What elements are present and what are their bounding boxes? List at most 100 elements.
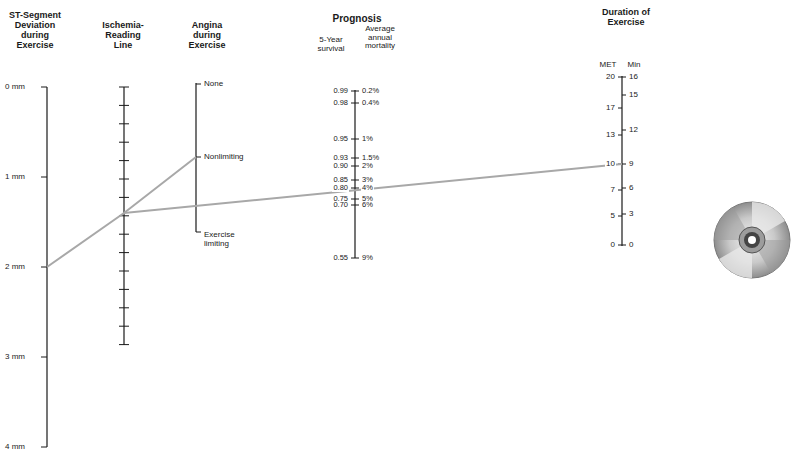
scale-value: 16 (628, 73, 639, 82)
axis-subtitle: Average annual mortality (355, 25, 405, 51)
scale-value: 3 (628, 210, 634, 219)
scale-value: 10 (605, 160, 616, 169)
scale-tick (351, 158, 359, 159)
scale-value: 0.99 (332, 87, 349, 95)
scale-value: 20 (605, 73, 616, 82)
scale-tick (622, 188, 626, 189)
axis-subtitle: Min (627, 61, 642, 70)
scale-value: 13 (605, 131, 616, 140)
axis-title: Ischemia-Reading Line (96, 21, 150, 51)
scale-value: 2 mm (4, 263, 26, 272)
scale-tick (196, 232, 201, 233)
scale-tick (618, 245, 622, 246)
scale-value: 0.90 (332, 162, 349, 170)
scale-value: 2% (361, 162, 374, 170)
scale-value: 5 (610, 212, 616, 221)
scale-value: 6% (361, 201, 374, 209)
scale-tick (119, 234, 129, 235)
scale-tick (119, 142, 129, 143)
scale-value: 1 mm (4, 173, 26, 182)
scale-tick (119, 105, 129, 106)
scale-axis (354, 90, 355, 258)
scale-value: 0.70 (332, 201, 349, 209)
scale-value: 4 mm (4, 443, 26, 452)
scale-tick (119, 326, 129, 327)
scale-tick (622, 130, 626, 131)
scale-value: 1.5% (361, 154, 380, 162)
scale-tick (119, 271, 129, 272)
reading-line (124, 164, 622, 213)
axis-subtitle: 5-Year survival (309, 36, 353, 54)
scale-value: None (203, 80, 224, 89)
scale-value: 0.2% (361, 87, 380, 95)
reading-line (47, 157, 196, 267)
scale-tick (351, 103, 359, 104)
scale-tick (618, 190, 622, 191)
scale-tick (618, 135, 622, 136)
scale-tick (41, 177, 47, 178)
scale-tick (622, 77, 626, 78)
scale-value: 0.80 (332, 184, 349, 192)
cd-icon (714, 202, 790, 278)
scale-value: Nonlimiting (203, 153, 245, 162)
scale-value: 0.85 (332, 176, 349, 184)
scale-value: 15 (628, 91, 639, 100)
scale-value: 12 (628, 126, 639, 135)
scale-axes (41, 76, 626, 447)
scale-value: 0 (628, 241, 634, 250)
scale-value: 6 (628, 184, 634, 193)
scale-value: 9 (628, 160, 634, 169)
scale-value: 0.98 (332, 99, 349, 107)
scale-axis (621, 76, 622, 246)
axis-title: Prognosis (332, 13, 383, 24)
scale-tick (196, 157, 201, 158)
scale-tick (119, 160, 129, 161)
scale-value: 3% (361, 176, 374, 184)
scale-tick (622, 164, 626, 165)
scale-tick (41, 267, 47, 268)
scale-value: Exercise limiting (203, 231, 251, 249)
scale-tick (119, 289, 129, 290)
scale-tick (351, 180, 359, 181)
scale-value: 0 mm (4, 83, 26, 92)
scale-value: 3 mm (4, 353, 26, 362)
scale-value: 17 (605, 104, 616, 113)
scale-tick (622, 245, 626, 246)
scale-tick (119, 307, 129, 308)
scale-tick (351, 188, 359, 189)
scale-tick (119, 179, 129, 180)
scale-tick (622, 214, 626, 215)
scale-value: 0.93 (332, 154, 349, 162)
axis-title: Duration of Exercise (589, 8, 663, 28)
scale-tick (351, 166, 359, 167)
scale-tick (119, 252, 129, 253)
scale-tick (119, 197, 129, 198)
scale-tick (41, 357, 47, 358)
scale-value: 0.95 (332, 135, 349, 143)
axis-title: ST-Segment Deviation during Exercise (2, 11, 68, 51)
scale-value: 1% (361, 135, 374, 143)
scale-tick (618, 108, 622, 109)
scale-tick (618, 77, 622, 78)
axis-title: Angina during Exercise (180, 21, 234, 51)
scale-tick (41, 447, 47, 448)
scale-value: 0.55 (332, 254, 349, 262)
scale-tick (119, 123, 129, 124)
axis-subtitle: MET (599, 61, 618, 70)
scale-tick (622, 95, 626, 96)
scale-value: 7 (610, 186, 616, 195)
scale-tick (119, 87, 129, 88)
scale-tick (119, 344, 129, 345)
scale-value: 4% (361, 184, 374, 192)
scale-tick (41, 87, 47, 88)
scale-tick (618, 216, 622, 217)
scale-value: 0.4% (361, 99, 380, 107)
scale-tick (351, 205, 359, 206)
scale-tick (351, 258, 359, 259)
scale-tick (196, 84, 201, 85)
scale-value: 9% (361, 254, 374, 262)
scale-value: 0 (610, 241, 616, 250)
scale-tick (351, 139, 359, 140)
scale-tick (351, 91, 359, 92)
